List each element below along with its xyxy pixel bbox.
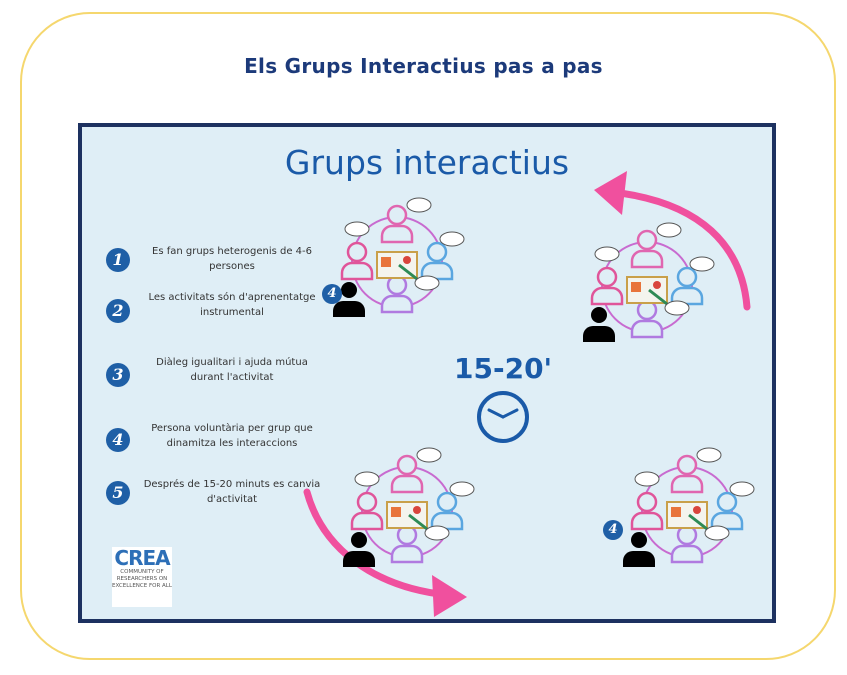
page-title: Els Grups Interactius pas a pas	[244, 54, 603, 78]
group-1	[327, 197, 467, 322]
person-icon	[340, 241, 374, 281]
person-icon	[390, 524, 424, 564]
outer-frame	[20, 12, 836, 660]
clock-icon	[477, 391, 529, 443]
person-icon	[670, 524, 704, 564]
step-4: 4 Persona voluntària per grup que dinami…	[102, 423, 322, 464]
group-3	[337, 447, 477, 572]
step-number: 2	[106, 299, 130, 323]
step-number: 5	[106, 481, 130, 505]
group-4	[617, 447, 757, 572]
speech-bubble-icon	[424, 525, 450, 541]
poster-title: Grups interactius	[284, 143, 570, 182]
speech-bubble-icon	[656, 222, 682, 238]
person-icon	[350, 491, 384, 531]
speech-bubble-icon	[594, 246, 620, 262]
speech-bubble-icon	[416, 447, 442, 463]
group-2	[577, 222, 717, 347]
volunteer-person-icon	[583, 307, 615, 342]
person-icon	[670, 266, 704, 306]
speech-bubble-icon	[449, 481, 475, 497]
step-number: 4	[106, 428, 130, 452]
volunteer-person-icon	[343, 532, 375, 567]
speech-bubble-icon	[696, 447, 722, 463]
step-text: Les activitats són d'aprenentatge instru…	[148, 292, 316, 318]
crea-logo-text: CREA	[114, 546, 170, 570]
step-2: 2 Les activitats són d'aprenentatge inst…	[102, 292, 322, 335]
poster: Grups interactius 1 Es fan grups heterog…	[78, 123, 776, 623]
step-number: 1	[106, 248, 130, 272]
person-icon	[380, 274, 414, 314]
book-icon	[376, 251, 418, 281]
speech-bubble-icon	[704, 525, 730, 541]
person-icon	[420, 241, 454, 281]
step-text: Després de 15-20 minuts es canvia d'acti…	[143, 479, 321, 505]
arrow-head-bottom	[432, 575, 467, 617]
speech-bubble-icon	[439, 231, 465, 247]
step-text: Es fan grups heterogenis de 4-6 persones	[152, 246, 312, 272]
person-icon	[710, 491, 744, 531]
step-number: 3	[106, 363, 130, 387]
person-icon	[430, 491, 464, 531]
volunteer-person-icon	[333, 282, 365, 317]
person-icon	[630, 491, 664, 531]
speech-bubble-icon	[414, 275, 440, 291]
volunteer-person-icon	[623, 532, 655, 567]
book-icon	[386, 501, 428, 531]
book-icon	[666, 501, 708, 531]
speech-bubble-icon	[729, 481, 755, 497]
speech-bubble-icon	[354, 471, 380, 487]
person-icon	[390, 454, 424, 494]
crea-logo-subtitle: COMMUNITY OF RESEARCHERS ON EXCELLENCE F…	[112, 569, 172, 589]
step-text: Diàleg igualitari i ajuda mútua durant l…	[156, 357, 308, 383]
person-icon	[630, 299, 664, 339]
step-text: Persona voluntària per grup que dinamitz…	[151, 423, 313, 449]
arrow-head-top	[594, 171, 627, 215]
speech-bubble-icon	[689, 256, 715, 272]
step-1: 1 Es fan grups heterogenis de 4-6 person…	[102, 244, 322, 284]
person-icon	[670, 454, 704, 494]
person-icon	[380, 204, 414, 244]
book-icon	[626, 276, 668, 306]
arrow-top-right	[608, 188, 751, 311]
crea-logo: CREA COMMUNITY OF RESEARCHERS ON EXCELLE…	[112, 547, 172, 607]
step-5: 5 Després de 15-20 minuts es canvia d'ac…	[102, 477, 322, 517]
step-3: 3 Diàleg igualitari i ajuda mútua durant…	[102, 357, 322, 399]
person-icon	[590, 266, 624, 306]
speech-bubble-icon	[344, 221, 370, 237]
timer-label: 15-20'	[454, 352, 553, 385]
speech-bubble-icon	[634, 471, 660, 487]
speech-bubble-icon	[406, 197, 432, 213]
person-icon	[630, 229, 664, 269]
speech-bubble-icon	[664, 300, 690, 316]
volunteer-badge: 4	[603, 520, 623, 540]
volunteer-badge: 4	[322, 284, 342, 304]
